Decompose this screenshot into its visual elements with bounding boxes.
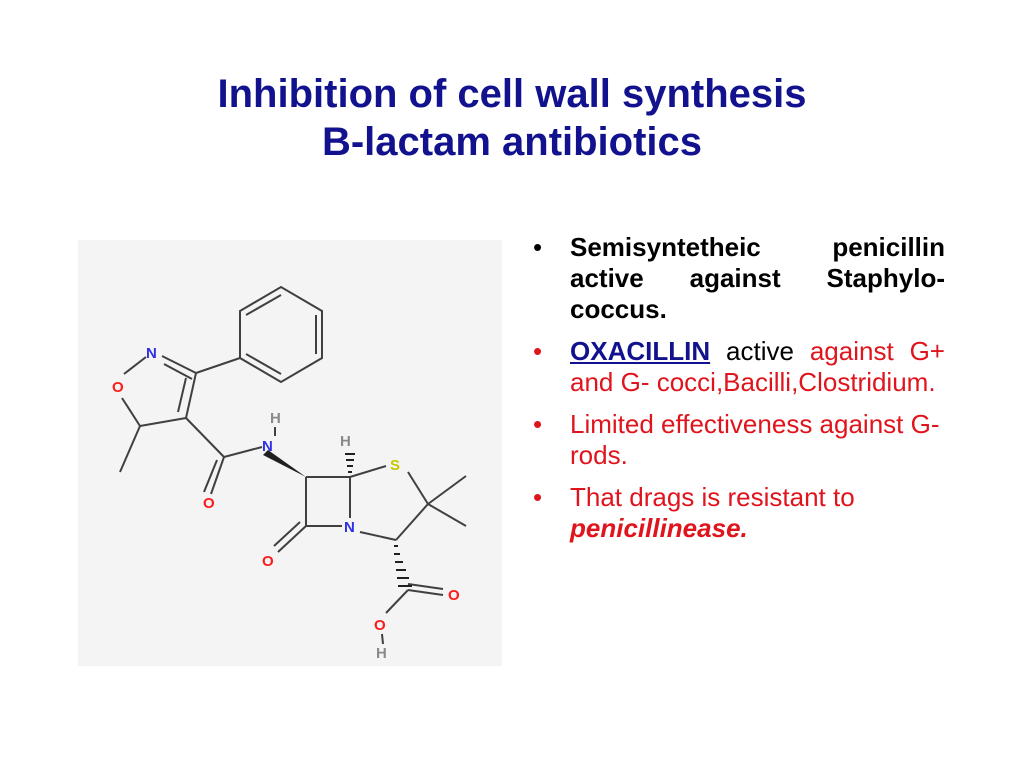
bullet-text-4: That drags is resistant to xyxy=(570,482,855,512)
bullet-list: • Semisyntetheic penicillin active again… xyxy=(533,232,945,555)
bullet-item-4: • That drags is resistant to penicilline… xyxy=(533,482,945,544)
bullet-item-1: • Semisyntetheic penicillin active again… xyxy=(533,232,945,325)
atom-label-s: S xyxy=(390,457,400,474)
bullet-text-3: Limited effectiveness against G- rods. xyxy=(570,409,940,470)
atom-label-n-amide: N xyxy=(262,438,273,455)
phenyl-ring xyxy=(239,285,323,384)
bullet-item-2: • OXACILLIN active against G+ and G- coc… xyxy=(533,336,945,398)
atom-label-o-amide: O xyxy=(203,495,215,512)
bullet-item-3: • Limited effectiveness against G- rods. xyxy=(533,409,945,471)
bullet-text-2-black: active xyxy=(710,336,794,366)
atom-label-o-ring: O xyxy=(112,379,124,396)
bullet-text-4-emphasis: penicillinease. xyxy=(570,513,748,543)
bullet-glyph: • xyxy=(533,336,543,366)
atom-label-h-amide: H xyxy=(270,410,281,427)
bullet-glyph: • xyxy=(533,482,543,512)
title-line-2: B-lactam antibiotics xyxy=(321,120,703,164)
atom-label-h-hydroxyl: H xyxy=(376,645,387,662)
bullet-text-1: Semisyntetheic penicillin active against… xyxy=(570,232,945,324)
wedge-bond-amide xyxy=(263,450,306,477)
title-line-1: Inhibition of cell wall synthesis xyxy=(217,72,807,116)
methyl-bond xyxy=(119,425,141,473)
atom-label-h-bridge: H xyxy=(340,433,351,450)
bonds xyxy=(119,285,467,645)
hashed-bond-bridge-h xyxy=(345,453,355,473)
atom-label-o-hydroxyl: O xyxy=(374,617,386,634)
atom-label-n-lactam: N xyxy=(344,519,355,536)
hashed-bond-carboxyl xyxy=(394,545,412,587)
atom-label-o-acid: O xyxy=(448,587,460,604)
bullet-glyph: • xyxy=(533,409,543,439)
phenyl-link-bond xyxy=(195,357,241,374)
oxacillin-link[interactable]: OXACILLIN xyxy=(570,336,711,366)
oxacillin-structure-image: N O H N O H S N O O O H xyxy=(78,240,502,666)
bullet-glyph: • xyxy=(533,232,543,262)
atom-label-o-lactam: O xyxy=(262,553,274,570)
bullet-text-2-red: against G+ and G- cocci,Bacilli,Clostrid… xyxy=(570,336,945,397)
slide-title: Inhibition of cell wall synthesis B-lact… xyxy=(0,70,1024,166)
molecule-diagram: N O H N O H S N O O O H xyxy=(112,285,467,662)
atom-label-n-ring: N xyxy=(146,345,157,362)
